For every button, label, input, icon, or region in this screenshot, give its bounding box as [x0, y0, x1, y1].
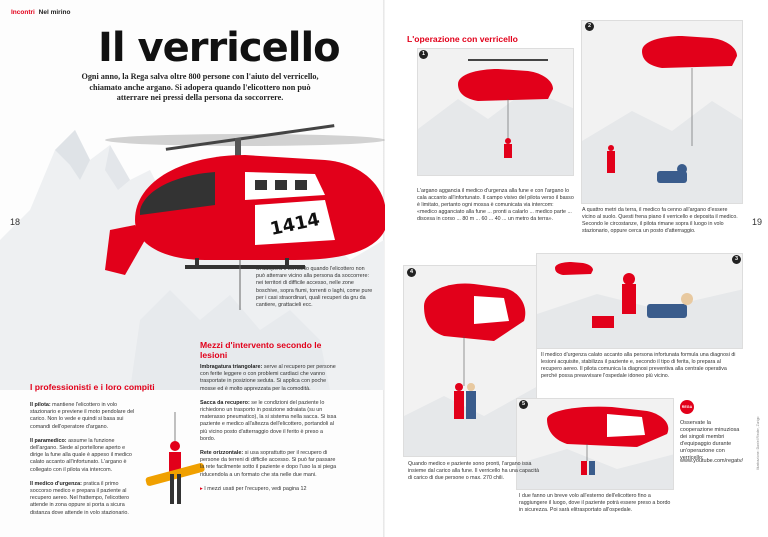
mezzi-text: Imbragatura triangolare: serve al recupe… — [200, 364, 338, 500]
step-badge-4: 4 — [407, 268, 416, 277]
step-4-illustration — [404, 283, 536, 456]
sacca-label: Sacca da recupero: — [200, 399, 250, 406]
step-2-illustration — [582, 36, 742, 203]
paramedico-label: Il paramedico: — [30, 437, 67, 444]
step-1-illustration — [418, 59, 573, 175]
mezzi-footnote: I mezzi usati per l'recupero, vedi pagin… — [204, 485, 307, 492]
step-panel-3 — [536, 253, 743, 349]
step-badge-3: 3 — [732, 255, 741, 264]
step-panel-1 — [417, 48, 574, 176]
kicker: Incontri Nel mirino — [11, 9, 70, 16]
step-caption-1: L'argano aggancia il medico d'urgenza al… — [417, 188, 574, 222]
step-panel-5 — [516, 398, 674, 490]
step-panel-2 — [581, 20, 743, 204]
rete-label: Rete orizzontale: — [200, 450, 244, 457]
side-info-text: Osservate la cooperazione minuziosa dei … — [680, 420, 740, 461]
rega-logo-icon: REGA — [680, 400, 694, 414]
professionisti-text: Il pilota: mantiene l'elicottero in volo… — [30, 402, 138, 524]
kicker-section: Incontri — [11, 9, 35, 16]
barella-text: serve al recupero per persone con ferite… — [200, 364, 336, 392]
youtube-link[interactable]: www.youtube.com/regatv/ — [680, 458, 743, 464]
step-panel-4 — [403, 265, 537, 457]
applicazione-text: Si adopera il verricello quando l'elicot… — [256, 266, 373, 309]
paramedico-text: assume la funzione dell'argano. Siede al… — [30, 437, 132, 473]
step-5-illustration — [517, 406, 673, 489]
page-number-right: 19 — [752, 217, 763, 227]
medico-label: Il medico d'urgenza: — [30, 480, 82, 487]
sacca-text: se le condizioni del paziente lo richied… — [200, 399, 337, 442]
rescuer-stretcher-figure — [145, 412, 205, 504]
step-badge-5: 5 — [519, 400, 528, 409]
step-caption-5: I due fanno un breve volo all'esterno de… — [519, 493, 671, 513]
helicopter-illustration: 1414 — [105, 124, 385, 310]
medico-text: pratica il primo soccorso medico e prepa… — [30, 480, 130, 516]
article-title: Il verricello — [98, 25, 341, 71]
heading-operazione: L'operazione con verricello — [407, 34, 518, 44]
page-number-left: 18 — [10, 217, 21, 227]
heading-applicazione: Applicazione — [256, 249, 310, 259]
pilota-label: Il pilota: — [30, 402, 51, 408]
article-lede: Ogni anno, la Rega salva oltre 800 perso… — [81, 72, 319, 102]
step-caption-3: Il medico d'urgenza calato accanto alla … — [541, 352, 736, 379]
illustration-credit: Illustrazione: Daniel Rieder, Zurigo — [756, 416, 760, 471]
heading-professionisti: I professionisti e i loro compiti — [30, 382, 155, 392]
kicker-subsection: Nel mirino — [38, 9, 71, 16]
rete-text: si usa soprattutto per il recupero di pe… — [200, 450, 337, 478]
barella-label: Imbragatura triangolare: — [200, 364, 263, 370]
footnote-bullet: ▸ — [200, 485, 203, 492]
page-fold — [383, 0, 385, 537]
step-caption-2: A quattro metri da terra, il medico fa c… — [582, 207, 738, 234]
pilota-text: mantiene l'elicottero in volo stazionari… — [30, 402, 135, 430]
step-caption-4: Quando medico e paziente sono pronti, l'… — [408, 461, 540, 481]
step-badge-1: 1 — [419, 50, 428, 59]
step-3-illustration — [537, 262, 742, 348]
step-badge-2: 2 — [585, 22, 594, 31]
heading-mezzi: Mezzi d'intervento secondo le lesioni — [200, 340, 322, 360]
